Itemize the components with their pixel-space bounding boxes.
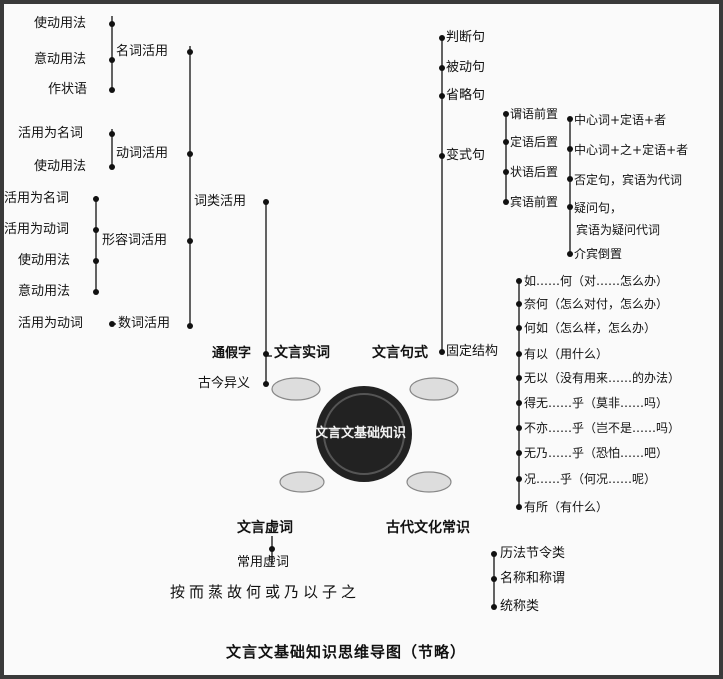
noun-item-3: 作状语 (48, 82, 88, 97)
tongjiazi-label: 通假字 (212, 346, 252, 361)
verb-item-1: 活用为名词 (18, 126, 84, 141)
figure-caption: 文言文基础知识思维导图（节略） (226, 643, 467, 661)
function-words-list: 按而蒸故何或乃以子之 (170, 583, 361, 601)
verb-item-2: 使动用法 (34, 159, 87, 174)
fixed-item-8: 无乃……乎（恐怕……吧） (524, 446, 669, 460)
fixed-structures: 固定结构 (446, 344, 499, 359)
connector-lines (93, 16, 573, 610)
noun-usage-label: 名词活用 (116, 44, 169, 59)
num-item-1: 活用为动词 (18, 316, 84, 331)
adj-item-2: 活用为动词 (4, 222, 70, 237)
culture-item-3: 统称类 (500, 599, 540, 614)
inverted-item-3: 状语后置 (510, 165, 559, 179)
culture-item-2: 名称和称谓 (500, 571, 566, 586)
inverted-sub-4: 疑问句， (574, 201, 623, 215)
passive-sentence: 被动句 (446, 60, 486, 75)
noun-item-2: 意动用法 (34, 52, 87, 67)
adj-item-4: 意动用法 (18, 284, 71, 299)
adj-usage-label: 形容词活用 (102, 233, 168, 248)
fixed-item-9: 况……乎（何况……呢） (524, 472, 657, 486)
inverted-item-4: 宾语前置 (510, 195, 559, 209)
fixed-item-4: 有以（用什么） (524, 347, 609, 361)
adj-item-1: 活用为名词 (4, 191, 70, 206)
judgment-sentence: 判断句 (446, 30, 486, 45)
fixed-item-7: 不亦……乎（岂不是……吗） (524, 421, 681, 435)
fixed-item-3: 何如（怎么样，怎么办） (524, 321, 657, 335)
sentence-patterns-node: 文言句式 (372, 345, 428, 361)
function-words-node: 文言虚词 (237, 520, 293, 536)
noun-item-1: 使动用法 (34, 16, 87, 31)
inverted-sub-6: 介宾倒置 (574, 247, 623, 261)
gujin-label: 古今异义 (198, 376, 251, 391)
content-words-node: 文言实词 (274, 345, 330, 361)
fixed-item-5: 无以（没有用来……的办法） (524, 371, 681, 385)
inverted-item-1: 谓语前置 (510, 107, 559, 121)
num-usage-label: 数词活用 (118, 316, 171, 331)
word-class-usage-label: 词类活用 (194, 194, 247, 209)
verb-usage-label: 动词活用 (116, 146, 169, 161)
fixed-item-6: 得无……乎（莫非……吗） (524, 396, 669, 410)
inverted-sub-3: 否定句，宾语为代词 (574, 173, 683, 187)
inverted-sub-5: 宾语为疑问代词 (576, 223, 661, 237)
center-node-circle (316, 386, 412, 482)
inverted-sub-2: 中心词+之+定语+者 (574, 143, 689, 157)
inverted-item-2: 定语后置 (510, 135, 559, 149)
ellipsis-sentence: 省略句 (446, 88, 486, 103)
ancient-culture-node: 古代文化常识 (386, 520, 470, 536)
mind-map-canvas: 使动用法 意动用法 作状语 名词活用 活用为名词 使动用法 动词活用 活用为名词… (4, 4, 719, 675)
fixed-item-2: 奈何（怎么对付，怎么办） (524, 297, 669, 311)
common-function-words: 常用虚词 (237, 555, 290, 570)
fixed-item-1: 如……何（对……怎么办） (524, 274, 669, 288)
fixed-item-10: 有所（有什么） (524, 500, 609, 514)
inverted-sub-1: 中心词+定语+者 (574, 113, 667, 127)
center-node-label: 文言文基础知识 (315, 426, 407, 441)
inverted-sentence: 变式句 (446, 148, 486, 163)
adj-item-3: 使动用法 (18, 253, 71, 268)
culture-item-1: 历法节令类 (500, 546, 566, 561)
